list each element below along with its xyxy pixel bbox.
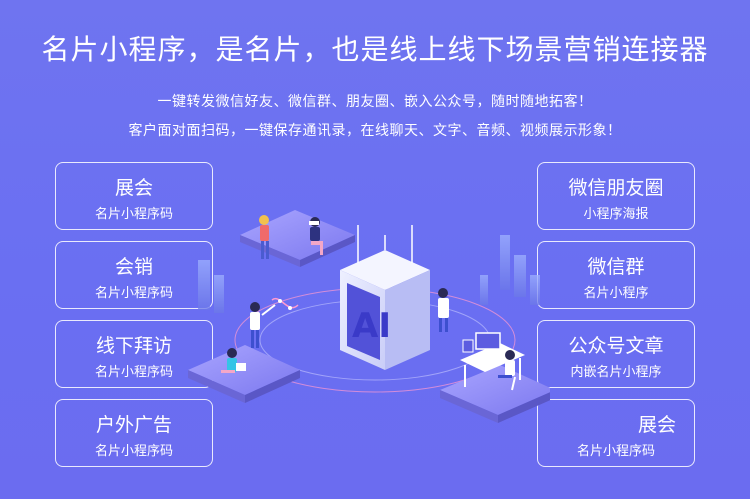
ai-cabinet: AI xyxy=(340,225,430,370)
card-subtitle: 名片小程序码 xyxy=(94,444,173,459)
ai-label: AI xyxy=(352,306,391,346)
card-title: 户外广告 xyxy=(95,414,172,436)
card-official-account-article[interactable]: 公众号文章 内嵌名片小程序 xyxy=(537,320,695,388)
card-subtitle: 名片小程序码 xyxy=(94,207,173,222)
platform-bottom-left xyxy=(188,297,300,403)
decorative-bars xyxy=(198,235,540,313)
card-conference-marketing[interactable]: 会销 名片小程序码 xyxy=(55,241,213,309)
card-title: 会销 xyxy=(114,256,153,278)
card-title: 公众号文章 xyxy=(568,335,664,357)
card-title: 线下拜访 xyxy=(95,335,172,357)
card-subtitle: 名片小程序码 xyxy=(94,286,173,301)
card-exhibition-right[interactable]: 展会 名片小程序码 xyxy=(537,399,695,467)
platform-bottom-right xyxy=(440,332,550,423)
person-standing-right xyxy=(438,288,449,332)
subtitle-line-2: 客户面对面扫码，一键保存通讯录，在线聊天、文字、音频、视频展示形象！ xyxy=(128,123,622,139)
ai-isometric-illustration: AI xyxy=(188,210,550,423)
card-title: 微信群 xyxy=(587,256,645,278)
card-title: 展会 xyxy=(114,177,153,199)
card-wechat-group[interactable]: 微信群 名片小程序 xyxy=(537,241,695,309)
card-subtitle: 小程序海报 xyxy=(583,207,649,222)
card-subtitle: 名片小程序码 xyxy=(94,365,173,380)
platform-top-left xyxy=(240,210,355,267)
card-subtitle: 名片小程序码 xyxy=(576,444,655,459)
page-title: 名片小程序，是名片，也是线上线下场景营销连接器 xyxy=(41,33,709,66)
card-exhibition-left[interactable]: 展会 名片小程序码 xyxy=(55,162,213,230)
card-title: 微信朋友圈 xyxy=(568,177,664,199)
card-offline-visit[interactable]: 线下拜访 名片小程序码 xyxy=(55,320,213,388)
subtitle-line-1: 一键转发微信好友、微信群、朋友圈、嵌入公众号，随时随地拓客！ xyxy=(157,94,593,110)
card-outdoor-ads[interactable]: 户外广告 名片小程序码 xyxy=(55,399,213,467)
card-subtitle: 内嵌名片小程序 xyxy=(570,365,662,380)
card-subtitle: 名片小程序 xyxy=(583,286,649,301)
card-wechat-moments[interactable]: 微信朋友圈 小程序海报 xyxy=(537,162,695,230)
card-title: 展会 xyxy=(637,414,676,436)
